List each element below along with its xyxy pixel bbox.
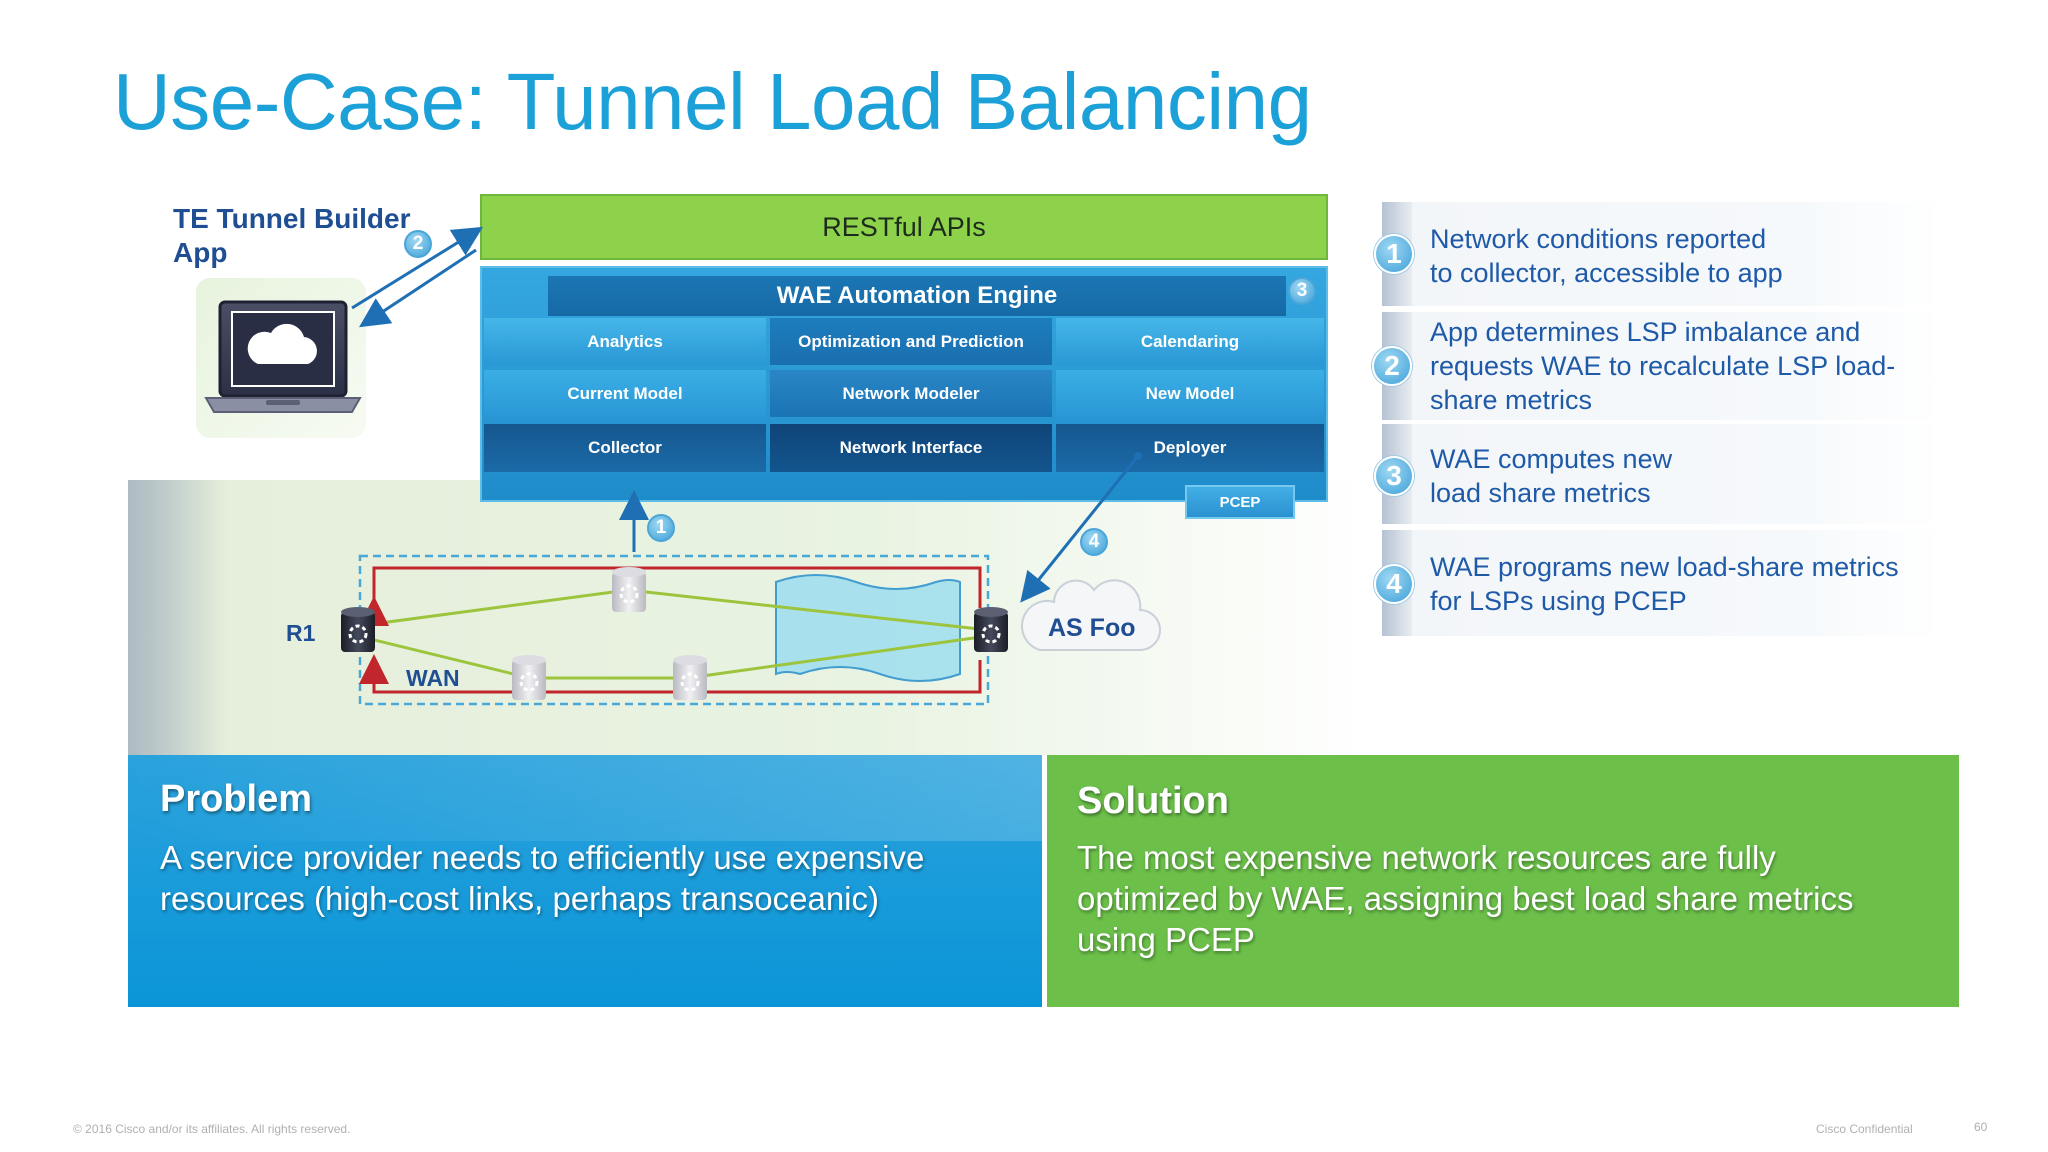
router-mid-lower-right-icon (673, 655, 707, 700)
solution-title: Solution (1077, 780, 1229, 822)
network-area-edge (128, 480, 228, 755)
problem-title: Problem (160, 778, 313, 820)
api-to-app-arrow (358, 248, 477, 328)
step-2-badge: 2 (1372, 346, 1412, 386)
step-3-panel (1382, 424, 1942, 524)
router-r1-icon (341, 607, 375, 652)
step-1-line-2: to collector, accessible to app (1430, 258, 1783, 288)
step-1-line-1: Network conditions reported (1430, 224, 1767, 254)
step-2-line-3: share metrics (1430, 385, 1593, 415)
app-to-api-arrow (351, 226, 484, 310)
problem-box (128, 755, 1042, 1007)
step-2-panel (1382, 312, 1942, 420)
router-mid-upper-icon (612, 567, 646, 612)
solution-text: The most expensive network resources are… (1077, 837, 1853, 960)
wae-cell-calendaring: Calendaring (1056, 318, 1324, 365)
solution-box (1047, 755, 1959, 1007)
wae-title: WAE Automation Engine (776, 282, 1058, 309)
wae-cell-collector: Collector (484, 424, 766, 472)
step-1-text: Network conditions reported to collector… (1430, 222, 1783, 290)
step-1-panel (1382, 202, 1942, 306)
wae-cell-optimization: Optimization and Prediction (770, 318, 1052, 365)
wae-cell-network-modeler: Network Modeler (770, 370, 1052, 417)
router-mid-lower-left-icon (512, 655, 546, 700)
step-2-line-2: requests WAE to recalculate LSP load- (1430, 351, 1896, 381)
pcep-tag: PCEP (1185, 485, 1295, 519)
router-label-r1: R1 (286, 620, 316, 646)
app-label-line1: TE Tunnel Builder (173, 203, 411, 234)
wae-cell-deployer: Deployer (1056, 424, 1324, 472)
footer-copyright: © 2016 Cisco and/or its affiliates. All … (73, 1122, 351, 1136)
problem-line-2: resources (high-cost links, perhaps tran… (160, 880, 879, 917)
wae-title-bar: WAE Automation Engine (548, 276, 1286, 316)
step-4-line-1: WAE programs new load-share metrics (1430, 552, 1899, 582)
network-area-background (128, 480, 1368, 755)
wae-cell-current-model: Current Model (484, 370, 766, 417)
step-2-text: App determines LSP imbalance and request… (1430, 315, 1895, 417)
step-4-panel (1382, 530, 1942, 636)
page-title: Use-Case: Tunnel Load Balancing (113, 57, 1312, 146)
step-3-badge: 3 (1374, 456, 1414, 496)
wae-cell-new-model: New Model (1056, 370, 1324, 417)
wan-label: WAN (406, 665, 460, 691)
step-3-line-2: load share metrics (1430, 478, 1651, 508)
wae-cell-network-interface: Network Interface (770, 424, 1052, 472)
solution-line-3: using PCEP (1077, 921, 1255, 958)
deployer-arrow (1020, 455, 1140, 603)
app-label-line2: App (173, 237, 228, 268)
problem-text: A service provider needs to efficiently … (160, 837, 924, 919)
badge-4: 4 (1080, 528, 1108, 556)
problem-line-1: A service provider needs to efficiently … (160, 839, 925, 876)
step-2-line-1: App determines LSP imbalance and (1430, 317, 1861, 347)
badge-3: 3 (1288, 277, 1316, 305)
restful-apis-bar: RESTful APIs (480, 194, 1328, 260)
as-foo-label: AS Foo (1048, 614, 1136, 642)
step-3-text: WAE computes new load share metrics (1430, 442, 1672, 510)
footer-page-number: 60 (1974, 1120, 1988, 1134)
problem-box-highlight (128, 755, 1042, 841)
solution-line-2: optimized by WAE, assigning best load sh… (1077, 880, 1854, 917)
link-lower (357, 634, 989, 680)
transoceanic-link (775, 574, 961, 682)
wae-cell-analytics: Analytics (484, 318, 766, 365)
app-label: TE Tunnel Builder App (173, 202, 410, 270)
as-foo-cloud-icon (1021, 579, 1161, 651)
step-1-badge: 1 (1374, 234, 1414, 274)
badge-2: 2 (404, 230, 432, 258)
step-3-line-1: WAE computes new (1430, 444, 1673, 474)
solution-line-1: The most expensive network resources are… (1077, 839, 1776, 876)
laptop-cloud-icon (196, 278, 366, 438)
lsp-upper (359, 566, 982, 626)
router-edge-icon (974, 607, 1008, 652)
restful-apis-label: RESTful APIs (822, 211, 986, 242)
step-4-badge: 4 (1374, 564, 1414, 604)
step-4-text: WAE programs new load-share metrics for … (1430, 550, 1899, 618)
badge-1: 1 (647, 514, 675, 542)
footer-confidential: Cisco Confidential (1816, 1122, 1913, 1136)
step-4-line-2: for LSPs using PCEP (1430, 586, 1687, 616)
